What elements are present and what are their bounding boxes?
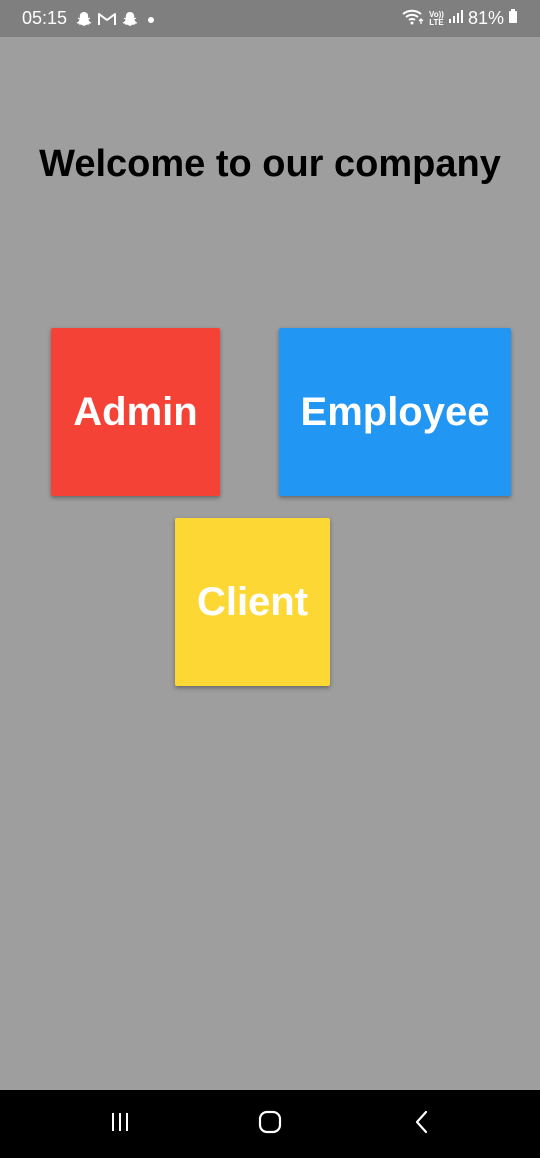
back-button[interactable]	[382, 1090, 462, 1158]
status-time: 05:15	[22, 8, 68, 28]
gmail-icon	[97, 10, 117, 28]
volte-icon: Vo)) LTE	[429, 9, 444, 27]
battery-icon	[508, 7, 518, 30]
home-icon	[257, 1109, 283, 1140]
employee-button[interactable]: Employee	[279, 328, 511, 496]
client-button[interactable]: Client	[175, 518, 330, 686]
volte-top-label: Vo))	[429, 9, 444, 19]
snapchat-icon	[121, 10, 139, 28]
page-title: Welcome to our company	[39, 143, 501, 185]
home-button[interactable]	[230, 1090, 310, 1158]
back-icon	[412, 1109, 432, 1140]
snapchat-icon	[75, 10, 93, 28]
dot-icon	[143, 10, 159, 28]
signal-icon	[448, 7, 464, 30]
recent-apps-icon	[108, 1111, 132, 1138]
status-right: Vo)) LTE 81%	[401, 0, 518, 37]
recent-apps-button[interactable]	[80, 1090, 160, 1158]
wifi-icon	[401, 7, 425, 30]
app-content: Welcome to our company Admin Employee Cl…	[0, 37, 540, 1090]
admin-button[interactable]: Admin	[51, 328, 220, 496]
navigation-bar	[0, 1090, 540, 1158]
status-left: 05:15	[22, 0, 159, 37]
battery-label: 81%	[467, 8, 504, 28]
volte-bottom-label: LTE	[429, 17, 444, 27]
status-bar: 05:15	[0, 0, 540, 37]
